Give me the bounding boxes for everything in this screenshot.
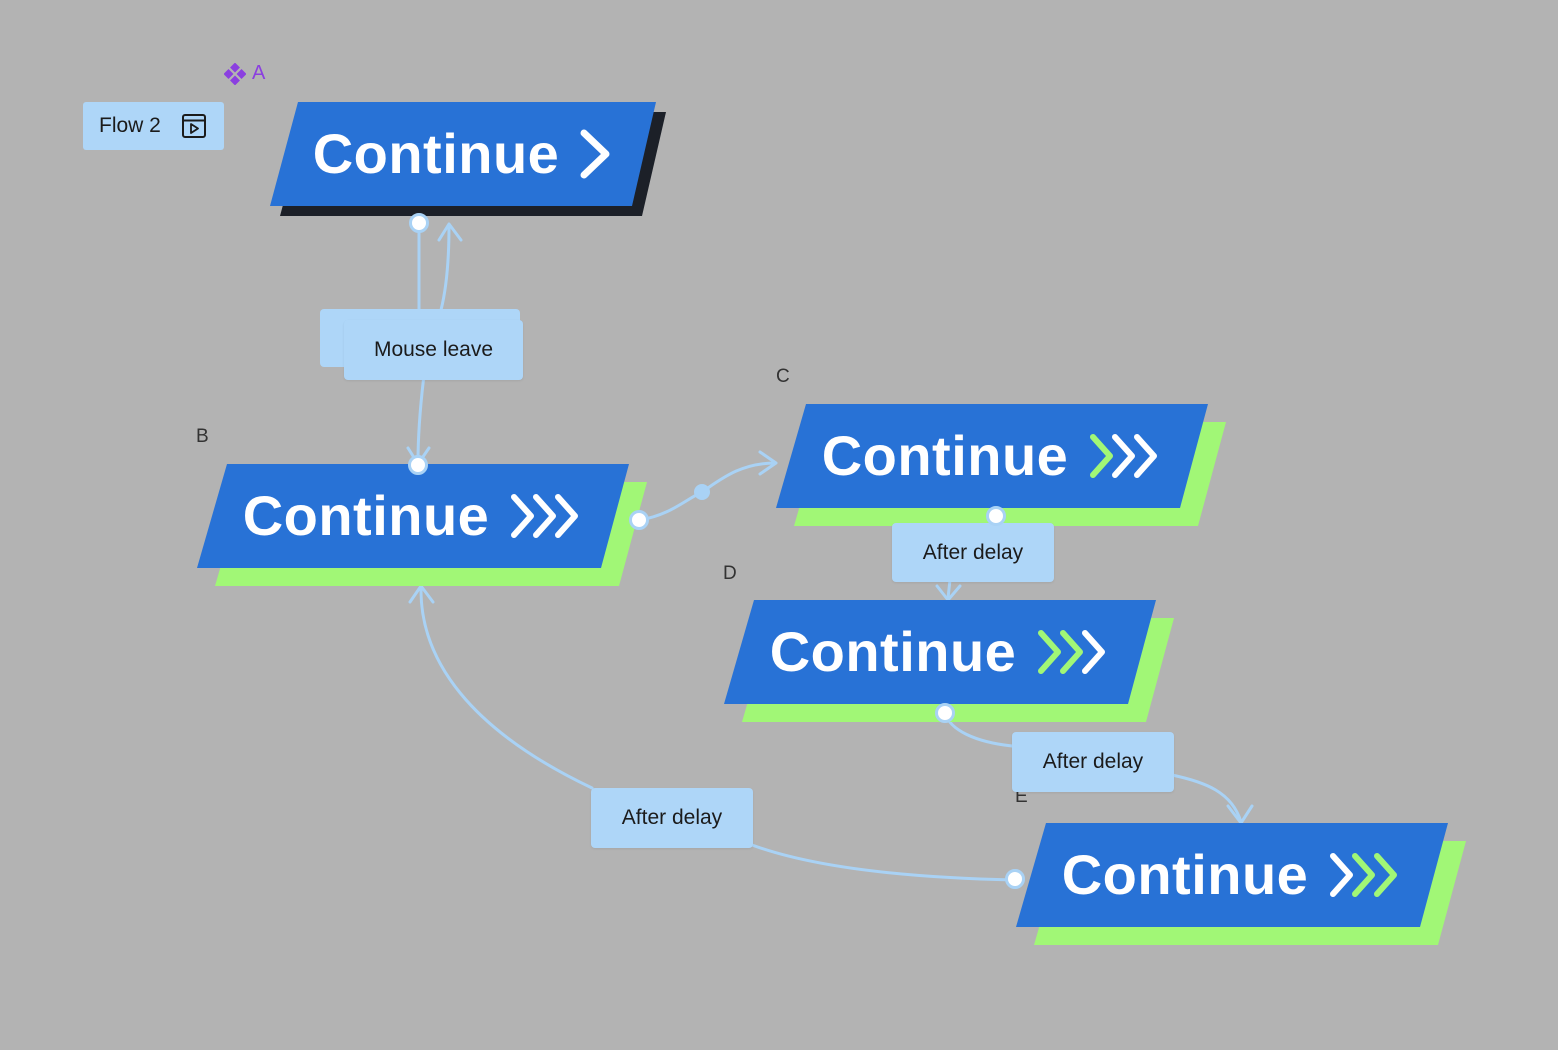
connector-b-to-c [638,461,777,522]
button-label: Continue [769,620,1017,683]
component-diamond-icon [224,62,246,85]
continue-button-b[interactable]: Continue [197,464,647,586]
continue-button-a[interactable]: Continue [270,102,666,216]
arrowhead-to-d [935,584,962,602]
triple-chevron-icon [1330,853,1398,897]
triple-chevron-icon [1038,630,1106,674]
interaction-chip-mouse-leave[interactable]: Mouse leave [344,320,523,380]
connection-node-a-bottom[interactable] [409,213,429,233]
play-frame-icon[interactable] [181,113,207,139]
connection-node-d-bottom[interactable] [935,703,955,723]
arrowhead-to-e [1226,804,1254,825]
button-face [270,102,656,206]
connection-node-e-left[interactable] [1005,869,1025,889]
connection-node-b-top[interactable] [408,455,428,475]
connector-midpoint-dot [694,484,710,500]
button-face [197,464,629,568]
interaction-chip-after-delay-e-b[interactable]: After delay [591,788,753,848]
button-label: Continue [242,484,490,547]
button-label: Continue [312,122,560,185]
interaction-chip-after-delay-d-e[interactable]: After delay [1012,732,1174,792]
triple-chevron-icon [1090,434,1158,478]
triple-chevron-icon [511,494,579,538]
connection-node-c-bottom[interactable] [986,506,1006,526]
interaction-label: After delay [621,806,723,829]
frame-label-b: B [196,426,209,447]
button-label: Continue [1061,843,1309,906]
button-face [776,404,1208,508]
frame-label-d: D [723,563,737,584]
flow-badge-label: Flow 2 [99,114,161,137]
arrowhead-to-a [437,222,463,242]
button-face [1016,823,1448,927]
interaction-label: Mouse leave [373,338,494,361]
continue-button-c[interactable]: Continue [776,404,1226,526]
connection-node-b-right[interactable] [629,510,649,530]
arrowhead-to-c [758,450,778,476]
flow-starting-point-badge[interactable]: Flow 2 [83,102,224,150]
arrowhead-to-b-bottom [408,584,435,604]
continue-button-e[interactable]: Continue [1016,823,1466,945]
chevron-right-icon [580,129,610,179]
continue-button-d[interactable]: Continue [724,600,1174,722]
button-face [724,600,1156,704]
interaction-label: After delay [922,540,1024,564]
connector-b-to-a [439,224,451,312]
component-label-text: A [252,62,266,84]
interaction-label: After delay [1042,750,1144,773]
frame-label-c: C [776,366,790,387]
interaction-chip-after-delay-c-d[interactable]: After delay [892,523,1054,582]
button-label: Continue [821,424,1069,487]
component-label[interactable]: A [224,62,265,85]
